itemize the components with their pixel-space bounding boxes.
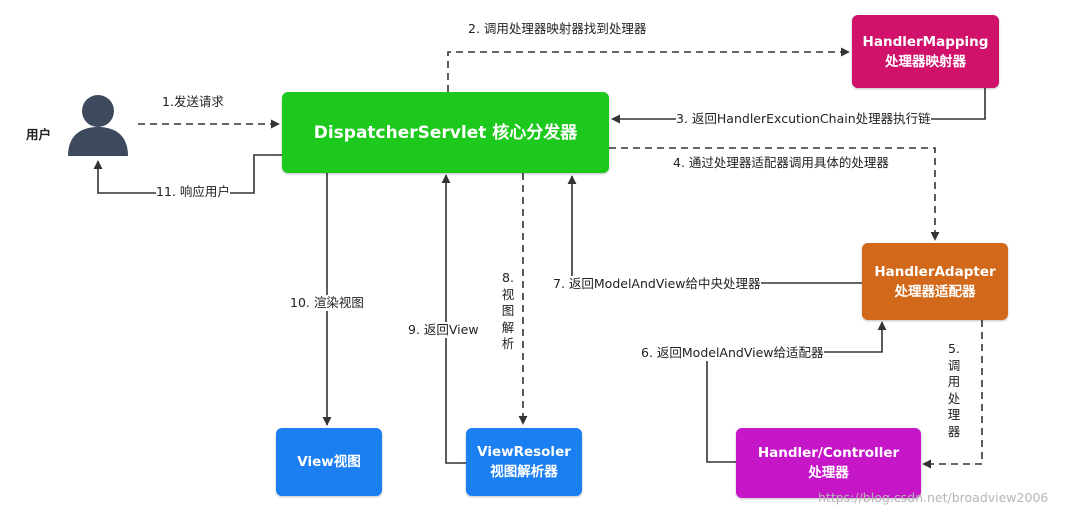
- watermark: https://blog.csdn.net/broadview2006: [818, 490, 1049, 505]
- step-2-label: 2. 调用处理器映射器找到处理器: [468, 21, 647, 37]
- handler-controller-title: Handler/Controller: [757, 445, 900, 461]
- step-6-label: 6. 返回ModelAndView给适配器: [641, 345, 824, 361]
- handler-adapter-node: HandlerAdapter 处理器适配器: [862, 243, 1008, 320]
- step-5-number: 5.: [948, 341, 960, 356]
- handler-mapping-title: HandlerMapping: [862, 33, 989, 50]
- step-11-label: 11. 响应用户: [156, 184, 230, 200]
- view-resolver-title: ViewResoler: [477, 444, 571, 460]
- step-5-label: 5. 调用处理器: [946, 341, 962, 440]
- handler-controller-node: Handler/Controller 处理器: [736, 428, 921, 498]
- step-8-text: 视图解析: [501, 286, 515, 352]
- handler-adapter-title: HandlerAdapter: [874, 263, 996, 280]
- user-label: 用户: [26, 127, 52, 142]
- step-10-label: 10. 渲染视图: [290, 295, 364, 311]
- arrow-return-view: [441, 174, 466, 464]
- handler-mapping-node: HandlerMapping 处理器映射器: [852, 15, 999, 88]
- dispatcher-servlet-node: DispatcherServlet 核心分发器: [282, 92, 609, 173]
- handler-adapter-subtitle: 处理器适配器: [894, 283, 976, 300]
- arrow-call-handler: [922, 320, 983, 469]
- user-icon: [68, 95, 128, 156]
- step-8-label: 8. 视图解析: [500, 270, 516, 353]
- arrow-call-adapter: [609, 147, 940, 241]
- arrow-respond-user: [93, 154, 282, 194]
- step-3-label: 3. 返回HandlerExcutionChain处理器执行链: [676, 111, 931, 127]
- dispatcher-servlet-label: DispatcherServlet 核心分发器: [313, 122, 578, 143]
- view-node: View视图: [276, 428, 382, 496]
- handler-controller-subtitle: 处理器: [808, 465, 849, 481]
- step-8-number: 8.: [502, 270, 514, 285]
- arrow-return-mav-to-dispatcher: [567, 175, 862, 284]
- arrow-call-mapping: [447, 47, 850, 92]
- view-resolver-subtitle: 视图解析器: [490, 464, 558, 480]
- view-label: View视图: [297, 454, 361, 470]
- step-7-label: 7. 返回ModelAndView给中央处理器: [553, 276, 761, 292]
- step-4-label: 4. 通过处理器适配器调用具体的处理器: [673, 155, 889, 171]
- step-1-label: 1.发送请求: [162, 94, 224, 110]
- step-5-text: 调用处理器: [947, 357, 961, 439]
- handler-mapping-subtitle: 处理器映射器: [885, 53, 966, 70]
- view-resolver-node: ViewResoler 视图解析器: [466, 428, 582, 496]
- step-9-label: 9. 返回View: [408, 322, 479, 338]
